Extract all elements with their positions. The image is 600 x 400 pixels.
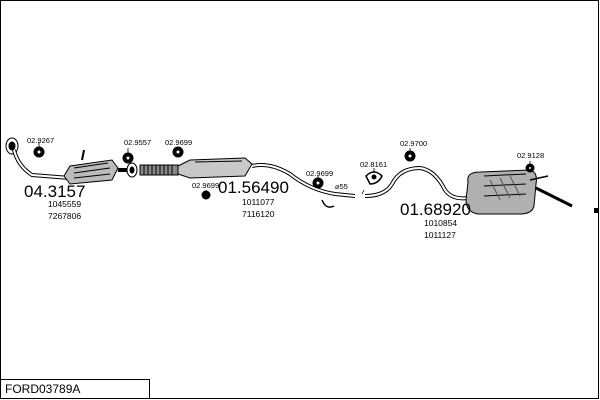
- accessory-shapes: [33, 146, 535, 200]
- front-pipe-ref-1: 1045559: [48, 199, 81, 209]
- accessory-label-5: 02.9699: [306, 169, 333, 178]
- diagram-code-box: FORD03789A: [0, 379, 150, 399]
- front-pipe-ref-2: 7267806: [48, 211, 81, 221]
- center-pipe-ref-1: 1011077: [242, 197, 275, 207]
- rear-muffler-ref-1: 1010854: [424, 218, 457, 228]
- rear-muffler-drawing: [364, 165, 573, 215]
- front-pipe-part-number: 04.3157: [24, 182, 85, 201]
- accessory-label-4: 02.9699: [192, 181, 219, 190]
- front-pipe-drawing: [5, 137, 138, 185]
- diagram-code: FORD03789A: [5, 382, 81, 396]
- accessory-label-7: 02.9700: [400, 139, 427, 148]
- edge-tick: [594, 208, 598, 213]
- rear-muffler-part-number: 01.68920: [400, 200, 471, 219]
- center-pipe-part-number: 01.56490: [218, 178, 289, 197]
- center-pipe-ref-2: 7116120: [242, 209, 275, 219]
- leader-lines: [38, 142, 531, 195]
- accessory-label-2: 02.9557: [124, 138, 151, 147]
- rear-muffler-ref-2: 1011127: [424, 230, 456, 240]
- accessory-label-3: 02.9699: [165, 138, 192, 147]
- pipe-diameter-label: ⌀55: [335, 182, 348, 191]
- center-pipe-drawing: [139, 157, 356, 208]
- accessory-label-8: 02.9128: [517, 151, 544, 160]
- accessory-label-6: 02.8161: [360, 160, 387, 169]
- accessory-label-1: 02.9267: [27, 136, 54, 145]
